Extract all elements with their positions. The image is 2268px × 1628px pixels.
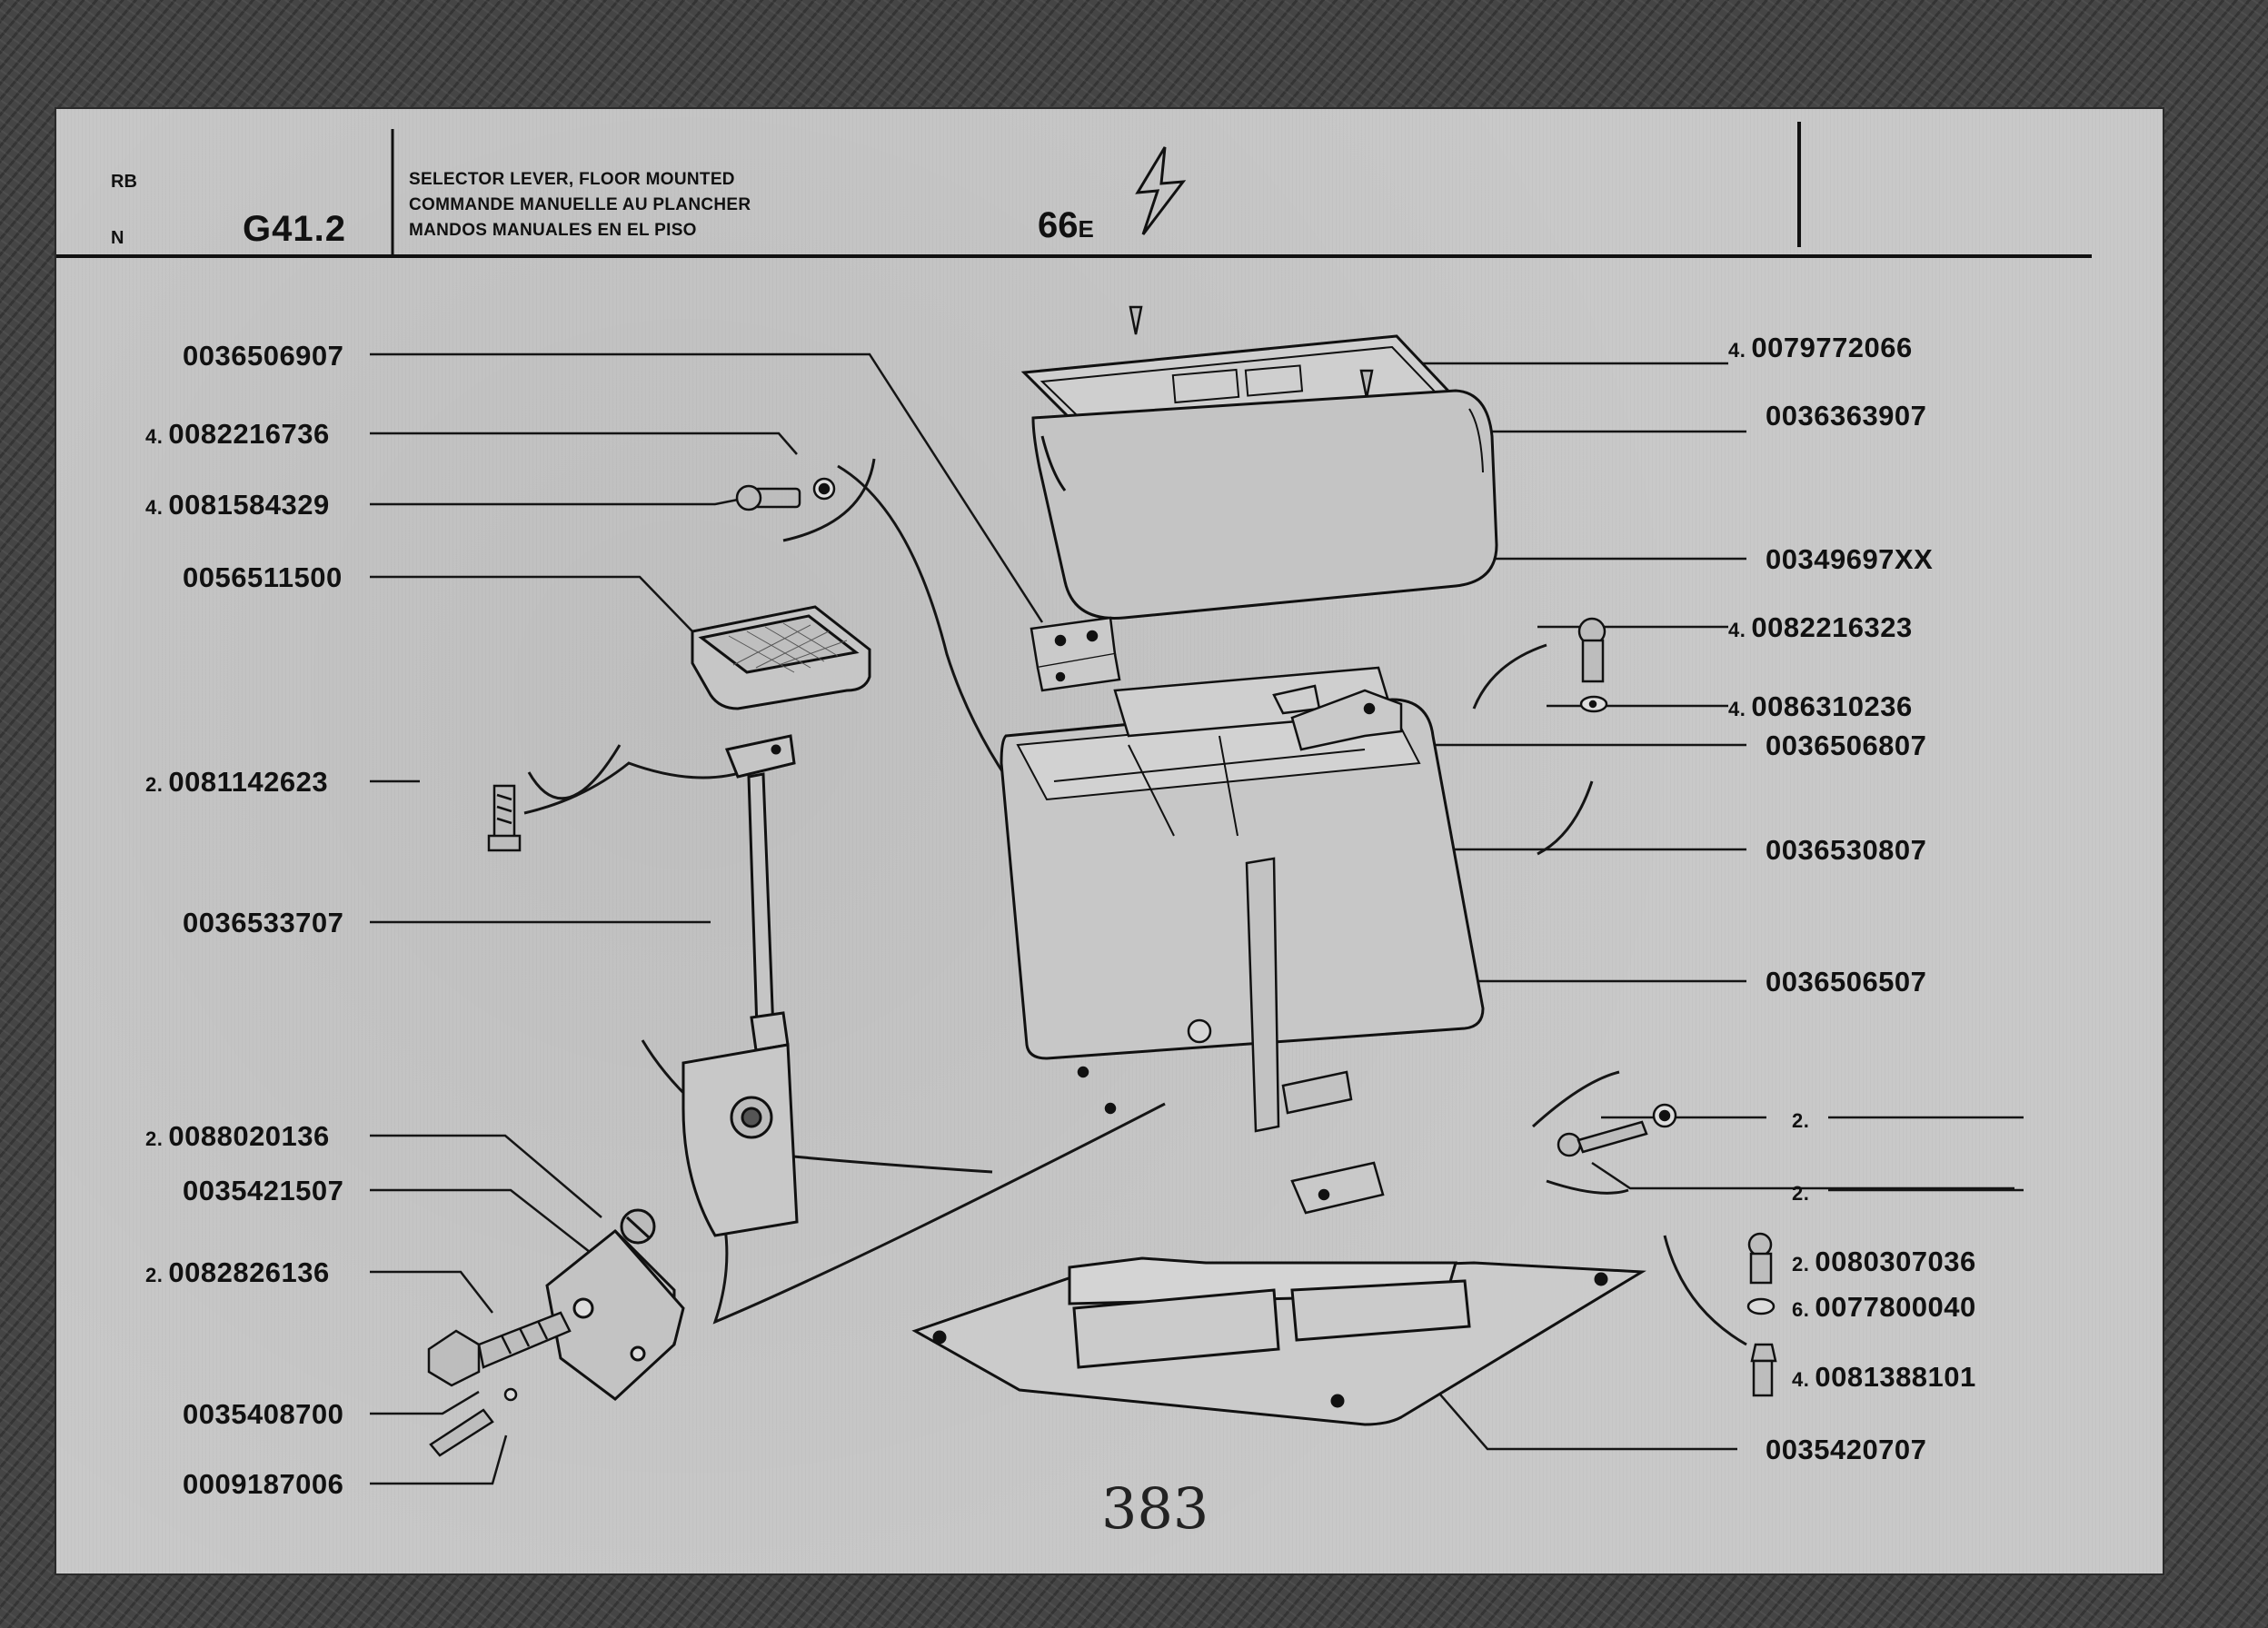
detent-quadrant xyxy=(681,1043,799,1237)
part-number: 0088020136 xyxy=(168,1120,330,1152)
part-number: 0035421507 xyxy=(183,1175,344,1206)
part-number: 0009187006 xyxy=(183,1468,344,1500)
part-number: 0081142623 xyxy=(168,766,329,798)
lightning-bolt-icon xyxy=(1135,146,1187,235)
knob-screw xyxy=(735,477,836,511)
part-label-left: 0036506907 xyxy=(177,342,343,370)
right-screws xyxy=(1557,617,1777,1397)
part-label-left: 2.0088020136 xyxy=(145,1122,330,1150)
part-number: 0077800040 xyxy=(1815,1291,1976,1323)
part-label-right: 4.0079772066 xyxy=(1728,333,1913,362)
qty: 4. xyxy=(145,496,164,519)
lever-bolt xyxy=(487,784,522,852)
title-french: COMMANDE MANUELLE AU PLANCHER xyxy=(409,195,751,214)
part-number: 0086310236 xyxy=(1751,690,1913,722)
exploded-parts-diagram xyxy=(56,122,2092,1485)
part-label-right: 6.0077800040 xyxy=(1792,1293,1976,1321)
part-number: 0036533707 xyxy=(183,907,344,938)
part-label-right: 0036506507 xyxy=(1760,968,1926,996)
qty: 4. xyxy=(1728,339,1746,362)
part-number: 0056511500 xyxy=(183,561,343,593)
leader-lines-left xyxy=(370,352,1044,1485)
part-label-right: 0036506807 xyxy=(1760,731,1926,759)
qty: 2. xyxy=(1792,1109,1810,1132)
part-label-right: 4.0081388101 xyxy=(1792,1363,1976,1391)
part-number: 0080307036 xyxy=(1815,1246,1976,1277)
header-frame xyxy=(56,122,2092,258)
qty: 4. xyxy=(145,425,164,448)
part-label-right: 2.0080307036 xyxy=(1792,1247,1976,1276)
qty: 2. xyxy=(145,1264,164,1286)
part-number: 0079772066 xyxy=(1751,332,1913,363)
selector-knob xyxy=(691,605,871,710)
part-label-left: 0035421507 xyxy=(177,1176,343,1205)
part-number: 0036530807 xyxy=(1766,834,1927,866)
part-label-right: 2. xyxy=(1792,1176,1815,1205)
part-number: 0081388101 xyxy=(1815,1361,1976,1393)
part-label-left: 0035408700 xyxy=(177,1400,343,1428)
console-housing xyxy=(1000,698,1485,1060)
part-label-right: 2. xyxy=(1792,1104,1815,1132)
console-cover xyxy=(1031,389,1498,620)
right-bracket xyxy=(1290,689,1403,1215)
part-label-left: 4.0082216736 xyxy=(145,420,330,448)
qty: 2. xyxy=(1792,1253,1810,1276)
header-code-top: RB xyxy=(111,172,137,192)
reference-number: 66E xyxy=(1038,207,1094,243)
part-number: 0082216323 xyxy=(1751,611,1913,643)
part-label-left: 0056511500 xyxy=(177,563,343,591)
qty: 6. xyxy=(1792,1298,1810,1321)
qty: 4. xyxy=(1728,619,1746,641)
shift-lever-rod xyxy=(724,734,796,1058)
part-number: 0082826136 xyxy=(168,1256,330,1288)
qty: 2. xyxy=(145,1127,164,1150)
qty: 2. xyxy=(145,773,164,796)
part-number: 0036506807 xyxy=(1766,730,1927,761)
qty: 4. xyxy=(1792,1368,1810,1391)
part-number: 0036506907 xyxy=(183,340,344,372)
title-english: SELECTOR LEVER, FLOOR MOUNTED xyxy=(409,170,735,189)
part-number: 0082216736 xyxy=(168,418,330,450)
part-label-left: 2.0082826136 xyxy=(145,1258,330,1286)
part-number: 0035408700 xyxy=(183,1398,344,1430)
qty: 4. xyxy=(1728,698,1746,720)
part-label-right: 0036363907 xyxy=(1760,402,1926,430)
part-label-left: 4.0081584329 xyxy=(145,491,330,519)
part-number: 00349697XX xyxy=(1766,543,1934,575)
title-spanish: MANDOS MANUALES EN EL PISO xyxy=(409,221,697,240)
plate-number: G41.2 xyxy=(243,209,346,249)
part-number: 0035420707 xyxy=(1766,1434,1927,1465)
handwritten-page-number: 383 xyxy=(1101,1475,1209,1542)
parts-catalog-sheet: RB N G41.2 SELECTOR LEVER, FLOOR MOUNTED… xyxy=(56,109,2163,1573)
cover-bracket xyxy=(1030,616,1121,692)
inner-lever xyxy=(1077,857,1353,1133)
part-label-left: 2.0081142623 xyxy=(145,768,328,796)
part-label-right: 00349697XX xyxy=(1760,545,1933,573)
part-label-left: 0009187006 xyxy=(177,1470,343,1498)
top-screws xyxy=(1129,305,1374,399)
part-label-right: 4.0082216323 xyxy=(1728,613,1913,641)
part-label-right: 0035420707 xyxy=(1760,1435,1926,1464)
reference-suffix: E xyxy=(1078,215,1094,243)
part-label-left: 0036533707 xyxy=(177,908,343,937)
part-number: 0036506507 xyxy=(1766,966,1927,998)
base-plate xyxy=(911,1256,1646,1426)
switch-block xyxy=(545,1208,685,1401)
set-pin xyxy=(429,1387,518,1457)
part-label-right: 4.0086310236 xyxy=(1728,692,1913,720)
part-number: 0081584329 xyxy=(168,489,330,521)
header-code-bottom: N xyxy=(111,228,124,248)
part-number: 0036363907 xyxy=(1766,400,1927,432)
qty: 2. xyxy=(1792,1182,1810,1205)
part-label-right: 0036530807 xyxy=(1760,836,1926,864)
hex-bolt xyxy=(427,1311,572,1387)
reference-value: 66 xyxy=(1038,205,1079,245)
